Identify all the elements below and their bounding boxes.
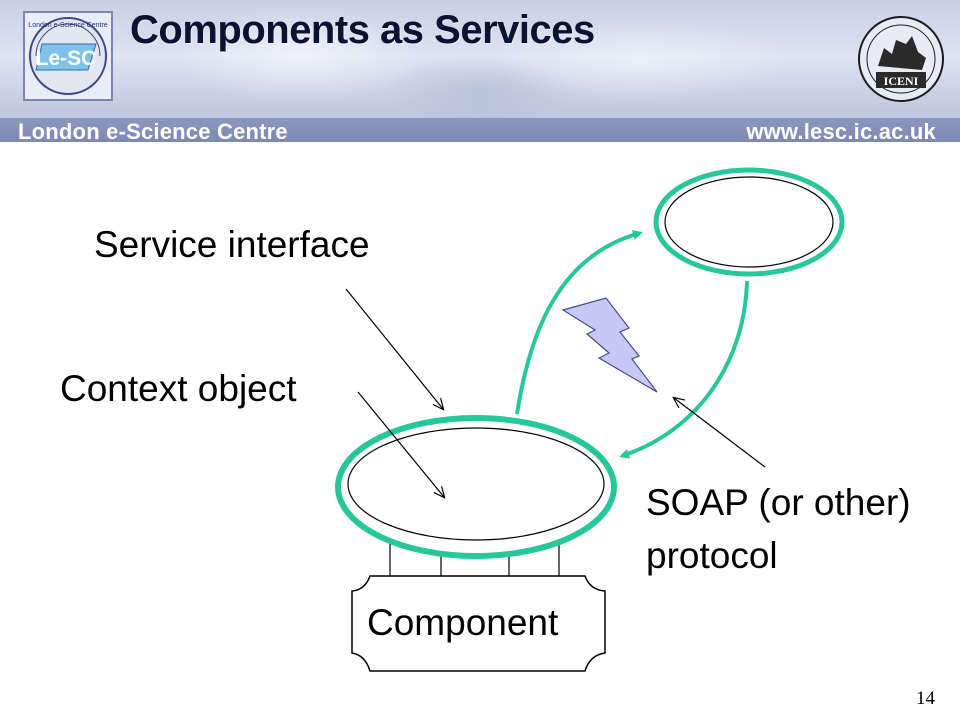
context-object [347, 427, 605, 541]
protocol-label-line2: protocol [646, 535, 778, 576]
request-arrow [515, 230, 643, 415]
iceni-logo-text: ICENI [884, 74, 919, 88]
iceni-logo: ICENI [858, 16, 944, 102]
service-interface-pointer [345, 288, 443, 409]
lesc-logo: London e-Science Centre Le-SC [23, 11, 113, 101]
protocol-label-line1: SOAP (or other) [646, 482, 911, 523]
lightning-icon [561, 297, 658, 393]
header-bar-url: www.lesc.ic.ac.uk [746, 119, 936, 144]
response-arrow [619, 280, 749, 459]
context-object-pointer [357, 391, 444, 497]
header-bar-left-text: London e-Science Centre [18, 119, 288, 144]
slide-header [0, 0, 960, 142]
lesc-logo-text: Le-SC [36, 47, 97, 70]
remote-service-object [664, 176, 834, 268]
component-box [351, 575, 606, 672]
header-bar [0, 118, 960, 142]
service-interface-label: Service interface [94, 224, 370, 265]
header-background-map [0, 0, 960, 118]
slide-title: Components as Services [130, 8, 595, 52]
context-object-label: Context object [60, 368, 297, 409]
protocol-pointer [674, 398, 766, 468]
lesc-logo-ring-text: London e-Science Centre [28, 22, 107, 29]
component-label: Component [367, 602, 559, 643]
page-number: 14 [916, 688, 935, 709]
